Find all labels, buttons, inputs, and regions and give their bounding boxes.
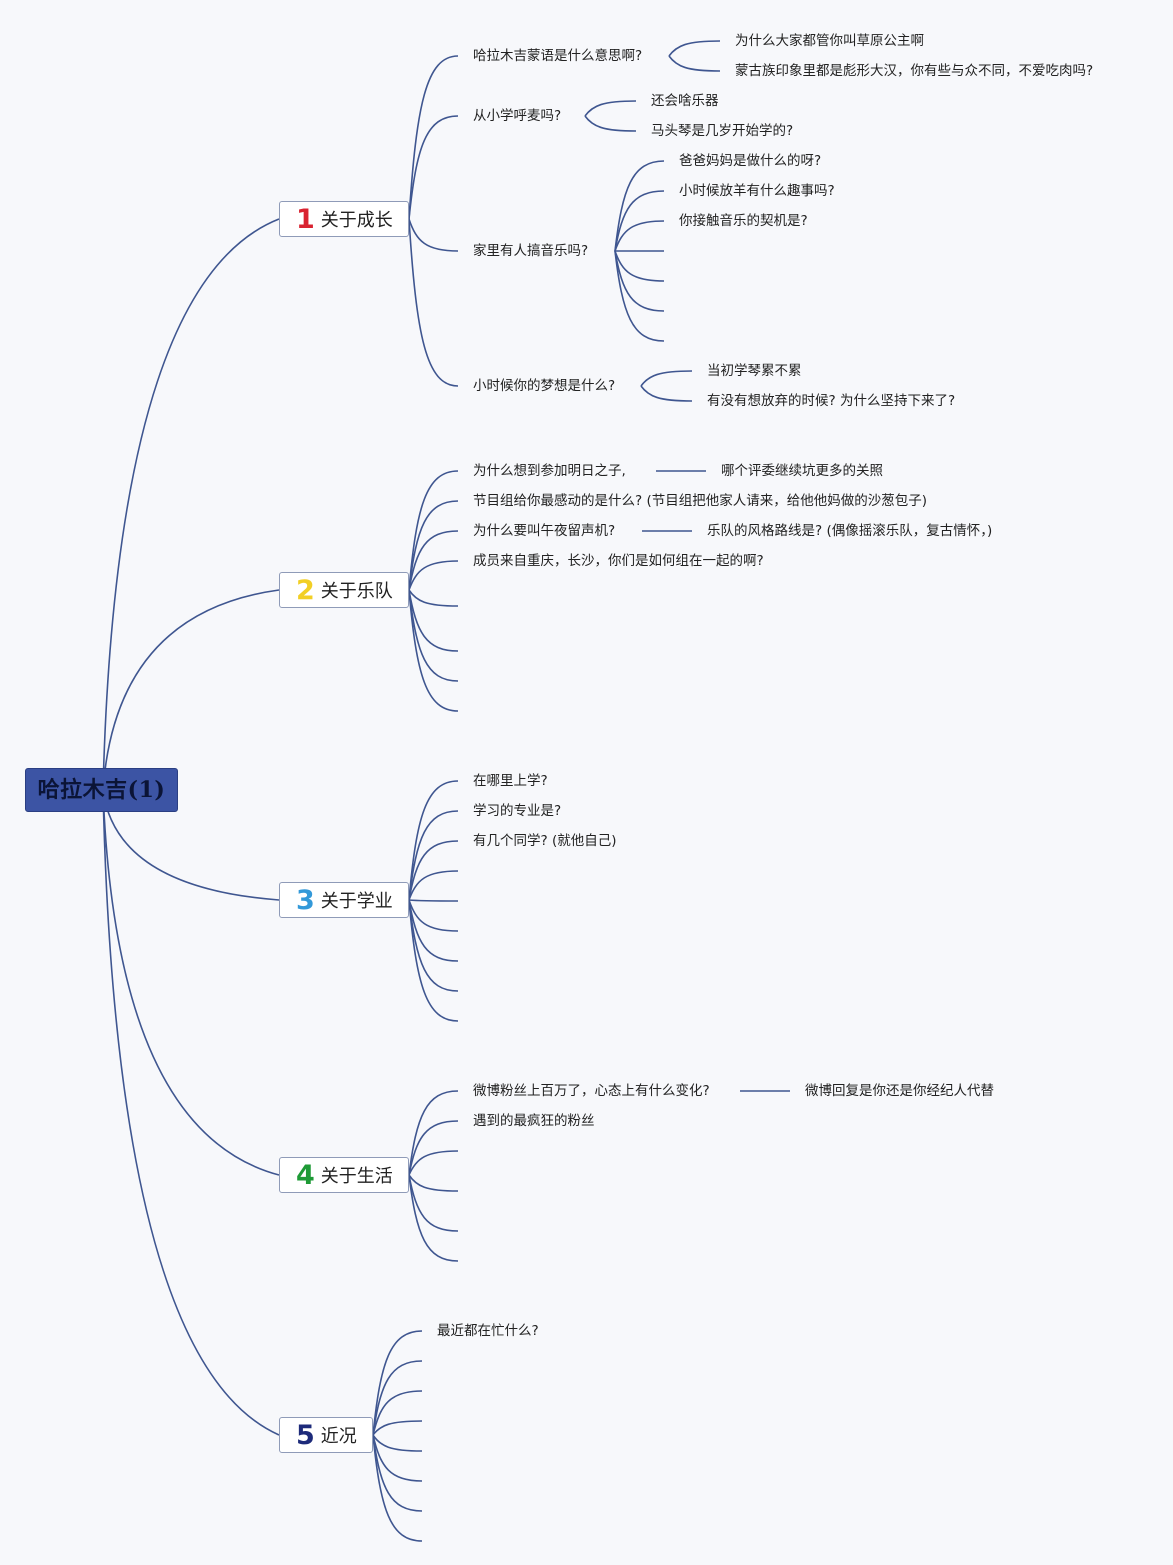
topic-mongolian-name[interactable]: 哈拉木吉蒙语是什么意思啊? <box>473 48 643 64</box>
branch-node-study[interactable]: 3 关于学业 <box>279 882 409 918</box>
branch-label: 关于乐队 <box>320 581 393 602</box>
connector-line <box>372 1330 423 1436</box>
connector-line <box>668 40 721 57</box>
branch-node-growth[interactable]: 1 关于成长 <box>279 201 409 237</box>
connector-line <box>614 250 665 342</box>
subtopic-music-opportunity[interactable]: 你接触音乐的契机是? <box>679 213 808 229</box>
connector-line <box>408 218 459 387</box>
connector-line <box>614 220 665 252</box>
connector-line <box>408 1174 459 1262</box>
connector-line <box>584 100 637 117</box>
connector-line <box>408 560 459 591</box>
subtopic-band-style[interactable]: 乐队的风格路线是? (偶像摇滚乐队，复古情怀，) <box>707 523 993 539</box>
root-connector-line <box>102 789 280 1436</box>
subtopic-parents-job[interactable]: 爸爸妈妈是做什么的呀? <box>679 153 822 169</box>
connector-line <box>668 55 721 72</box>
connector-line <box>372 1434 423 1512</box>
connector-line <box>408 870 459 901</box>
connector-line <box>408 1120 459 1176</box>
branch-node-recent[interactable]: 5 近况 <box>279 1417 373 1453</box>
topic-major[interactable]: 学习的专业是? <box>473 803 562 819</box>
topic-touching-moment[interactable]: 节目组给你最感动的是什么? (节目组把他家人请来，给他他妈做的沙葱包子) <box>473 493 927 509</box>
subtopic-morin-khuur-age[interactable]: 马头琴是几岁开始学的? <box>651 123 794 139</box>
branch-label: 关于生活 <box>320 1166 393 1187</box>
connector-line <box>408 500 459 591</box>
subtopic-grassland-princess[interactable]: 为什么大家都管你叫草原公主啊 <box>735 33 924 49</box>
topic-classmates[interactable]: 有几个同学? (就他自己) <box>473 833 617 849</box>
topic-join-show[interactable]: 为什么想到参加明日之子, <box>473 463 626 479</box>
branch-label: 关于学业 <box>320 891 393 912</box>
connector-line <box>614 160 665 252</box>
connector-line <box>408 899 459 992</box>
topic-hoomii[interactable]: 从小学呼麦吗? <box>473 108 562 124</box>
connector-line <box>408 1090 459 1176</box>
subtopic-instruments[interactable]: 还会啥乐器 <box>651 93 719 109</box>
root-node[interactable]: 哈拉木吉(1) <box>25 768 178 812</box>
subtopic-judge-care[interactable]: 哪个评委继续坑更多的关照 <box>721 463 883 479</box>
number-1-icon: 1 <box>296 203 315 235</box>
topic-school[interactable]: 在哪里上学? <box>473 773 548 789</box>
connector-line <box>408 780 459 901</box>
subtopic-not-eating-meat[interactable]: 蒙古族印象里都是彪形大汉，你有些与众不同，不爱吃肉吗? <box>735 63 1094 79</box>
topic-childhood-dream[interactable]: 小时候你的梦想是什么? <box>473 378 616 394</box>
number-5-icon: 5 <box>296 1419 315 1451</box>
root-connector-line <box>102 589 280 791</box>
topic-family-music[interactable]: 家里有人搞音乐吗? <box>473 243 589 259</box>
branch-label: 近况 <box>320 1426 357 1447</box>
connector-line <box>408 899 459 1022</box>
subtopic-learning-tired[interactable]: 当初学琴累不累 <box>707 363 802 379</box>
connector-line <box>408 589 459 652</box>
topic-weibo-fans[interactable]: 微博粉丝上百万了，心态上有什么变化? <box>473 1083 710 1099</box>
connector-line <box>372 1360 423 1436</box>
connector-line <box>614 190 665 252</box>
connector-line <box>408 1174 459 1232</box>
branch-node-life[interactable]: 4 关于生活 <box>279 1157 409 1193</box>
connector-line <box>614 250 665 282</box>
connector-line <box>408 589 459 607</box>
number-4-icon: 4 <box>296 1159 315 1191</box>
connector-line <box>372 1434 423 1452</box>
connector-line <box>372 1434 423 1542</box>
connector-line <box>372 1390 423 1436</box>
number-3-icon: 3 <box>296 884 315 916</box>
connector-line <box>640 385 693 402</box>
subtopic-give-up[interactable]: 有没有想放弃的时候? 为什么坚持下来了? <box>707 393 956 409</box>
connector-line <box>408 899 459 932</box>
connector-line <box>408 810 459 901</box>
connector-line <box>640 370 693 387</box>
subtopic-weibo-reply[interactable]: 微博回复是你还是你经纪人代替 <box>805 1083 994 1099</box>
connector-line <box>408 530 459 591</box>
connector-line <box>408 840 459 901</box>
topic-crazy-fan[interactable]: 遇到的最疯狂的粉丝 <box>473 1113 595 1129</box>
branch-label: 关于成长 <box>320 210 393 231</box>
branch-node-band[interactable]: 2 关于乐队 <box>279 572 409 608</box>
connector-line <box>372 1420 423 1436</box>
subtopic-herding-stories[interactable]: 小时候放羊有什么趣事吗? <box>679 183 835 199</box>
root-connector-line <box>102 789 280 1176</box>
connector-line <box>408 115 459 220</box>
connector-line <box>584 115 637 132</box>
connector-line <box>372 1434 423 1482</box>
root-connector-line <box>102 218 280 791</box>
number-2-icon: 2 <box>296 574 315 606</box>
connector-line <box>408 218 459 252</box>
connector-line <box>408 1174 459 1192</box>
connector-line <box>408 589 459 712</box>
connector-line <box>408 899 459 902</box>
connector-line <box>408 1150 459 1176</box>
topic-members[interactable]: 成员来自重庆，长沙，你们是如何组在一起的啊? <box>473 553 764 569</box>
topic-recent-busy[interactable]: 最近都在忙什么? <box>437 1323 539 1339</box>
connector-line <box>408 55 459 220</box>
connector-line <box>408 470 459 591</box>
topic-band-name[interactable]: 为什么要叫午夜留声机? <box>473 523 616 539</box>
